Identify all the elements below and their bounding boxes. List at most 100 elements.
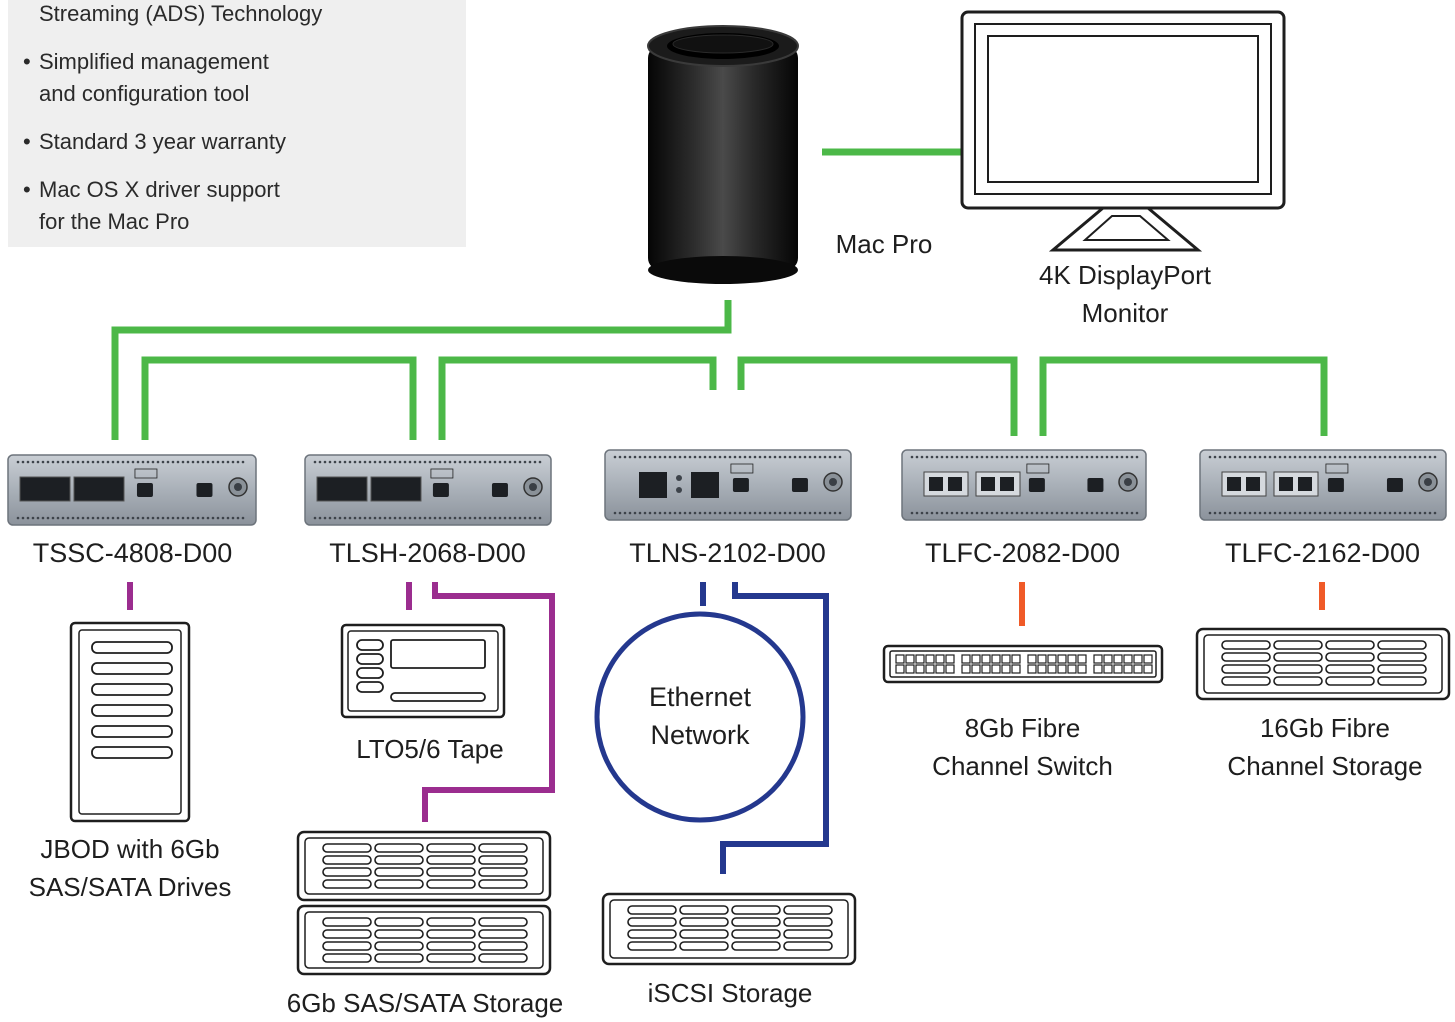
bullet-icon: • — [23, 129, 31, 154]
fc-switch-label-line1: 8Gb Fibre — [964, 713, 1081, 743]
switch-port — [935, 654, 945, 664]
switch-port — [1143, 654, 1153, 664]
thunderbolt-cables — [111, 148, 1328, 440]
feature-item-ads: Streaming (ADS) Technology — [39, 0, 322, 30]
switch-port — [905, 654, 915, 664]
iscsi-storage-icon — [601, 892, 857, 966]
tape-label: LTO5/6 Tape — [356, 734, 504, 764]
switch-port — [1001, 664, 1011, 674]
adapter-label-tlfc2082: TLFC-2082-D00 — [924, 538, 1121, 568]
switch-port — [991, 654, 1001, 664]
switch-port — [1057, 654, 1067, 664]
switch-port — [1123, 654, 1133, 664]
switch-port — [1103, 654, 1113, 664]
sas-storage-label: 6Gb SAS/SATA Storage — [286, 988, 564, 1018]
switch-port — [1011, 664, 1021, 674]
switch-port — [961, 654, 971, 664]
switch-port — [945, 654, 955, 664]
switch-port — [1001, 654, 1011, 664]
switch-port — [1103, 664, 1113, 674]
tlns-to-iscsi-cable — [720, 582, 829, 874]
ethernet-cables — [594, 582, 829, 874]
feature-item-management: • Simplified management and configuratio… — [23, 46, 269, 110]
jbod-label-line2: SAS/SATA Drives — [28, 872, 232, 902]
monitor-icon — [960, 10, 1286, 252]
tlsh-to-storage-cable — [422, 582, 555, 822]
fc-switch-label-line2: Channel Switch — [932, 751, 1113, 781]
ethernet-label-line1: Ethernet — [648, 682, 752, 712]
switch-port — [991, 664, 1001, 674]
switch-port — [1057, 664, 1067, 674]
fc-storage-icon — [1195, 627, 1451, 701]
adapter-tlsh-icon — [304, 454, 552, 526]
adapters — [7, 449, 1447, 526]
switch-port — [1011, 654, 1021, 664]
mac-trunk-cable — [111, 300, 732, 440]
switch-port — [971, 664, 981, 674]
switch-port — [1047, 654, 1057, 664]
adapter-label-tssc: TSSC-4808-D00 — [32, 538, 233, 568]
adapter-label-tlfc2162: TLFC-2162-D00 — [1224, 538, 1421, 568]
switch-port — [1113, 664, 1123, 674]
fc-storage-label-line1: 16Gb Fibre — [1259, 713, 1391, 743]
switch-port — [1027, 654, 1037, 664]
fc-switch-icon — [882, 644, 1164, 684]
monitor-label-line2: Monitor — [1081, 298, 1169, 328]
feature-item-driver: • Mac OS X driver support for the Mac Pr… — [23, 174, 280, 238]
monitor-label-line1: 4K DisplayPort — [1039, 260, 1211, 290]
feature-line: Mac OS X driver support — [39, 177, 280, 202]
switch-port — [925, 654, 935, 664]
switch-port — [1123, 664, 1133, 674]
bullet-icon: • — [23, 49, 31, 74]
iscsi-label: iSCSI Storage — [647, 978, 813, 1008]
switch-port — [1067, 664, 1077, 674]
feature-line: Standard 3 year warranty — [39, 129, 287, 154]
switch-port — [915, 654, 925, 664]
feature-line: Streaming (ADS) Technology — [39, 1, 323, 26]
feature-line: and configuration tool — [39, 81, 250, 106]
adapter-tssc-icon — [7, 454, 257, 526]
switch-port — [981, 654, 991, 664]
switch-port — [1113, 654, 1123, 664]
switch-port — [895, 664, 905, 674]
feature-line: for the Mac Pro — [39, 209, 190, 234]
sas-cables — [127, 582, 555, 822]
switch-port — [1037, 664, 1047, 674]
ethernet-network-circle — [594, 611, 806, 823]
ethernet-label-line2: Network — [650, 720, 750, 750]
switch-port — [945, 664, 955, 674]
adapter-tlfc2082-icon — [901, 449, 1147, 521]
switch-port — [1077, 664, 1087, 674]
switch-port — [1037, 654, 1047, 664]
tlns-to-tlfc2082-cable — [737, 356, 1018, 436]
feature-item-warranty: • Standard 3 year warranty — [23, 126, 287, 158]
feature-line: Simplified management — [39, 49, 269, 74]
adapter-label-tlsh: TLSH-2068-D00 — [329, 538, 526, 568]
fc-storage-label-line2: Channel Storage — [1227, 751, 1423, 781]
bullet-icon: • — [23, 177, 31, 202]
switch-port — [1133, 654, 1143, 664]
tape-drive-icon — [340, 623, 506, 719]
switch-port — [981, 664, 991, 674]
tlfc2082-to-tlfc2162-cable — [1039, 356, 1328, 436]
switch-port — [1047, 664, 1057, 674]
mac-pro-icon — [647, 25, 799, 284]
switch-port — [1143, 664, 1153, 674]
switch-port — [1067, 654, 1077, 664]
switch-port — [925, 664, 935, 674]
switch-port — [1093, 664, 1103, 674]
switch-port — [915, 664, 925, 674]
tssc-to-tlsh-cable — [141, 356, 417, 440]
switch-port — [1133, 664, 1143, 674]
fibre-cables — [1019, 582, 1325, 626]
tlsh-to-tlns-cable — [438, 356, 717, 440]
feature-panel: Streaming (ADS) Technology • Simplified … — [8, 0, 466, 247]
switch-port — [961, 664, 971, 674]
switch-port — [935, 664, 945, 674]
switch-port — [1093, 654, 1103, 664]
adapter-label-tlns: TLNS-2102-D00 — [629, 538, 826, 568]
jbod-label-line1: JBOD with 6Gb — [40, 834, 220, 864]
jbod-icon — [69, 621, 191, 823]
mac-pro-label: Mac Pro — [835, 229, 933, 259]
